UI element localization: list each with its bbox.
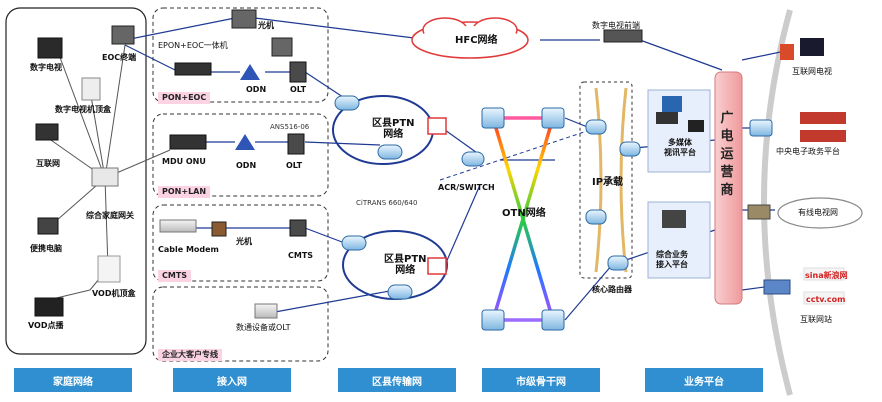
olt-label-2: OLT	[286, 161, 303, 170]
cable-modem-label: Cable Modem	[158, 245, 219, 254]
laptop-label: 便携电脑	[30, 244, 62, 253]
ip-bearer-label: IP承载	[592, 177, 624, 188]
optical-label: 光机	[258, 21, 274, 30]
ip-bearer-frame	[579, 81, 633, 279]
enterprise-frame	[152, 286, 329, 362]
odn-label-1: ODN	[246, 85, 267, 94]
home-devices	[34, 37, 121, 317]
tab-city-backbone[interactable]: 市级骨干网	[482, 368, 600, 392]
tag-cmts: CMTS	[158, 270, 192, 282]
optical-label-2: 光机	[236, 237, 252, 246]
home-network-frame	[5, 7, 147, 355]
gov-platform-label: 中央电子政务平台	[776, 147, 840, 156]
device-icons	[111, 9, 791, 319]
cable-tv-label: 有线电视网	[798, 208, 838, 217]
internet-label: 互联网	[36, 159, 60, 168]
tab-home-network[interactable]: 家庭网络	[14, 368, 132, 392]
odn-label-2: ODN	[236, 161, 257, 170]
pon-lan-frame	[152, 113, 329, 197]
mdu-onu-label: MDU ONU	[162, 157, 206, 166]
vod-stb-label: VOD机顶盒	[92, 289, 136, 298]
platform-icons	[656, 38, 846, 305]
core-router-label: 核心路由器	[592, 285, 632, 294]
dtv-stb-label: 数字电视机顶盒	[55, 105, 111, 114]
tag-pon-lan: PON+LAN	[158, 186, 211, 198]
odn-icons	[235, 64, 260, 150]
enterprise-device-label: 数通设备或OLT	[236, 323, 291, 332]
ptn-lower-label: 区县PTN 网络	[384, 254, 427, 276]
cmts-label: CMTS	[288, 251, 314, 260]
gateway-label: 综合家庭网关	[86, 211, 134, 220]
hfc-cloud	[411, 17, 529, 59]
digital-tv-label: 数字电视	[30, 63, 62, 72]
platform-arc	[761, 9, 793, 396]
tab-service-platform[interactable]: 业务平台	[645, 368, 763, 392]
dashed-link	[439, 129, 591, 181]
internet-tv-label: 互联网电视	[792, 67, 832, 76]
ptn-upper-label: 区县PTN 网络	[372, 118, 415, 140]
multimedia-label: 多媒体 视讯平台	[664, 138, 696, 157]
hfc-network-label: HFC网络	[455, 35, 498, 46]
tab-county-transport[interactable]: 区县传输网	[338, 368, 456, 392]
internet-site-label: 互联网站	[800, 315, 832, 324]
eoc-terminal-label: EOC终端	[102, 53, 137, 62]
tag-enterprise: 企业大客户专线	[158, 349, 222, 361]
router-icons	[334, 95, 773, 331]
pon-eoc-frame	[152, 7, 329, 103]
vod-label: VOD点播	[28, 321, 64, 330]
cctv-logo: cctv.com	[806, 295, 845, 304]
integrated-label: 综合业务 接入平台	[656, 250, 688, 269]
ip-bearer-spine	[594, 87, 603, 273]
operator-bar	[714, 71, 743, 305]
otn-mesh	[491, 116, 555, 322]
core-links	[124, 17, 791, 321]
operator-label: 广 电 运 营 商	[720, 111, 734, 198]
citrans-label: CiTRANS 660/640	[356, 199, 418, 207]
ans-label: ANS516-06	[270, 123, 310, 131]
olt-label-1: OLT	[290, 85, 307, 94]
sina-logo: sina新浪网	[805, 270, 848, 280]
otn-label: OTN网络	[502, 208, 546, 219]
cmts-frame	[152, 204, 329, 282]
cabletv-cloud	[777, 197, 863, 229]
acr-switch-label: ACR/SWITCH	[438, 183, 495, 192]
switch-icons	[427, 117, 447, 275]
epon-eoc-label: EPON+EOC一体机	[158, 41, 228, 50]
tag-pon-eoc: PON+EOC	[158, 92, 211, 104]
dtv-headend-label: 数字电视前端	[592, 21, 640, 30]
tab-access-network[interactable]: 接入网	[173, 368, 291, 392]
